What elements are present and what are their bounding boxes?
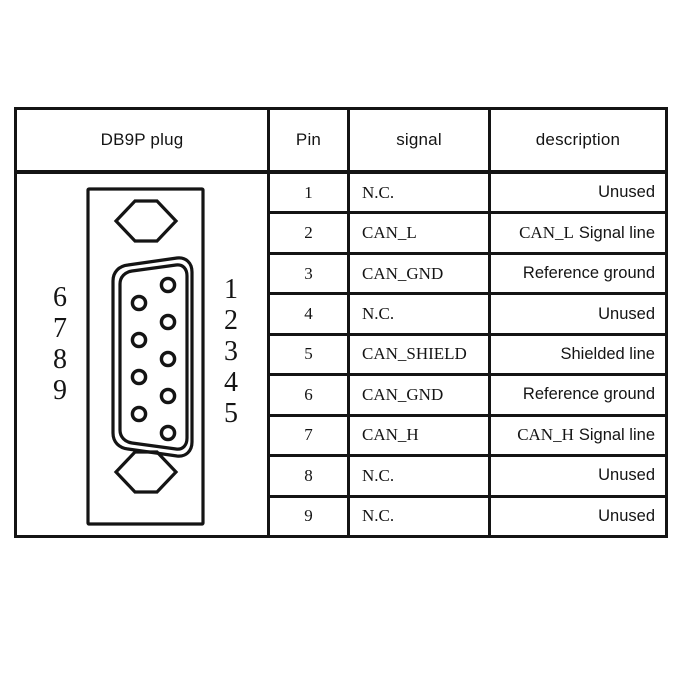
pin-number-right-4: 4 [224, 367, 238, 398]
column-header-plug: DB9P plug [17, 110, 270, 170]
cell-signal: N.C. [350, 295, 491, 333]
d-shell-outer [111, 256, 194, 458]
cell-description: Unused [491, 295, 665, 332]
table-row: 7 CAN_H CAN_H Signal line [270, 416, 665, 458]
pin-hole-3 [159, 350, 177, 368]
cell-pin: 5 [270, 335, 350, 374]
pin-number-right-2: 2 [224, 305, 238, 336]
pin-hole-9 [130, 405, 148, 423]
pin-number-left-7: 7 [53, 313, 67, 344]
cell-signal: N.C. [350, 174, 491, 212]
hex-screwlock-top [113, 199, 179, 243]
cell-description: Unused [491, 498, 665, 535]
column-header-description: description [491, 110, 665, 170]
pin-numbers-left: 6 7 8 9 [53, 282, 67, 406]
db9-connector-diagram: 6 7 8 9 1 2 3 4 5 [17, 174, 270, 535]
cell-pin: 4 [270, 295, 350, 333]
pin-hole-4 [159, 387, 177, 405]
table-row: 6 CAN_GND Reference ground [270, 376, 665, 417]
table-row: 1 N.C. Unused [270, 174, 665, 215]
description-text: Reference ground [522, 385, 655, 404]
table-row: 8 N.C. Unused [270, 457, 665, 498]
table-row: 3 CAN_GND Reference ground [270, 254, 665, 296]
column-header-signal-label: signal [396, 130, 442, 149]
plug-illustration-cell: 6 7 8 9 1 2 3 4 5 [17, 174, 270, 535]
cell-pin: 3 [270, 254, 350, 293]
pin-hole-5 [159, 424, 177, 442]
table-row: 2 CAN_L CAN_L Signal line [270, 214, 665, 255]
cell-pin: 1 [270, 174, 350, 212]
pin-holes-left-column [130, 294, 148, 423]
column-header-signal: signal [350, 110, 491, 170]
table-body: 6 7 8 9 1 2 3 4 5 [17, 174, 665, 535]
description-text: Unused [598, 304, 655, 323]
pin-number-right-5: 5 [224, 398, 238, 429]
description-text: Unused [598, 466, 655, 485]
column-header-description-label: description [535, 130, 621, 149]
hex-screwlock-bottom [113, 450, 179, 494]
pin-hole-7 [130, 331, 148, 349]
cell-pin: 2 [270, 214, 350, 252]
description-text: Unused [598, 183, 655, 202]
pin-hole-6 [130, 294, 148, 312]
description-prefix: CAN_H [517, 425, 574, 445]
description-text: Shielded line [560, 344, 656, 363]
cell-pin: 6 [270, 376, 350, 414]
pin-rows-container: 1 N.C. Unused 2 CAN_L CAN_L Signal line … [270, 174, 665, 535]
table-header-row: DB9P plug Pin signal description [17, 110, 665, 174]
description-text: Signal line [578, 425, 655, 444]
column-header-pin: Pin [270, 110, 350, 170]
cell-description: Unused [491, 457, 665, 494]
table-row: 5 CAN_SHIELD Shielded line [270, 335, 665, 377]
cell-description: CAN_H Signal line [491, 417, 665, 454]
cell-description: Reference ground [491, 376, 665, 413]
cell-signal: CAN_H [350, 416, 491, 455]
table-row: 4 N.C. Unused [270, 295, 665, 336]
cell-signal: N.C. [350, 457, 491, 495]
pin-hole-8 [130, 368, 148, 386]
pin-number-left-6: 6 [53, 282, 67, 313]
pin-hole-2 [159, 313, 177, 331]
description-text: Unused [598, 506, 655, 525]
cell-signal: N.C. [350, 497, 491, 535]
pin-number-left-8: 8 [53, 344, 67, 375]
cell-description: Shielded line [491, 336, 665, 373]
description-text: Reference ground [522, 264, 655, 283]
cell-description: Reference ground [491, 255, 665, 292]
pin-hole-1 [159, 276, 177, 294]
pinout-table: DB9P plug Pin signal description [14, 107, 668, 538]
pin-number-left-9: 9 [53, 375, 67, 406]
cell-signal: CAN_L [350, 214, 491, 252]
column-header-pin-label: Pin [295, 130, 322, 149]
d-shell-inner [118, 263, 189, 451]
cell-pin: 8 [270, 457, 350, 495]
pin-number-right-1: 1 [224, 274, 238, 305]
cell-description: CAN_L Signal line [491, 214, 665, 251]
cell-pin: 7 [270, 416, 350, 455]
pin-holes-right-column [159, 276, 177, 442]
description-text: Signal line [578, 223, 655, 242]
table-row: 9 N.C. Unused [270, 497, 665, 535]
cell-signal: CAN_GND [350, 254, 491, 293]
connector-body-plate [86, 187, 205, 526]
cell-signal: CAN_GND [350, 376, 491, 414]
column-header-plug-label: DB9P plug [100, 130, 184, 149]
pin-numbers-right: 1 2 3 4 5 [224, 274, 238, 429]
pin-number-right-3: 3 [224, 336, 238, 367]
cell-pin: 9 [270, 497, 350, 535]
db9-connector-svg: 6 7 8 9 1 2 3 4 5 [53, 187, 238, 526]
description-prefix: CAN_L [519, 223, 574, 243]
cell-signal: CAN_SHIELD [350, 335, 491, 374]
cell-description: Unused [491, 174, 665, 211]
